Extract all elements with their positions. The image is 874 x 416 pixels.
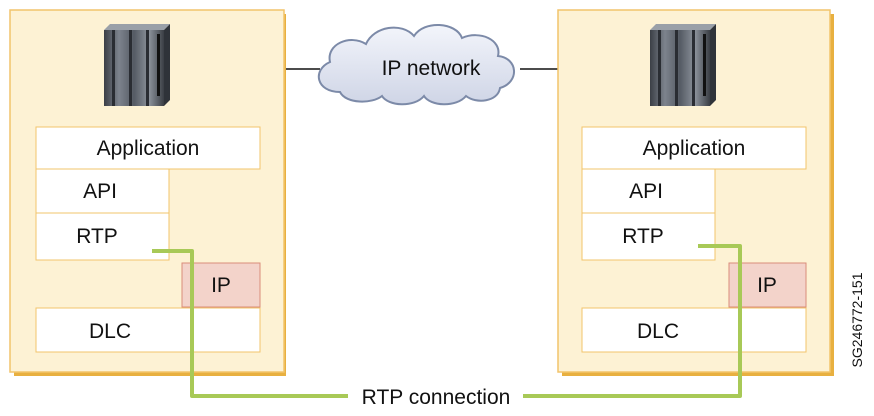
left-application-layer <box>35 126 261 170</box>
left-api-layer <box>35 168 170 214</box>
left-api-label: API <box>83 180 117 203</box>
left-ip-layer <box>181 262 261 308</box>
server-icon <box>650 24 716 106</box>
left-node: Application API RTP IP DLC <box>9 9 286 376</box>
right-rtp-layer <box>581 212 716 261</box>
right-api-label: API <box>629 180 663 203</box>
right-node: Application API RTP IP DLC <box>557 9 834 376</box>
right-ip-label: IP <box>757 274 777 297</box>
left-rtp-layer <box>35 212 170 261</box>
figure-id: SG246772-151 <box>849 272 865 367</box>
rtp-connection-line-right <box>523 244 742 398</box>
cloud-icon <box>317 23 515 106</box>
left-dlc-layer <box>35 307 261 353</box>
right-dlc-layer <box>581 307 807 353</box>
left-application-label: Application <box>97 137 200 160</box>
network-label: IP network <box>382 57 481 80</box>
right-application-label: Application <box>643 137 746 160</box>
rtp-connection-line-left <box>152 249 348 398</box>
right-dlc-label: DLC <box>637 320 679 343</box>
left-rtp-label: RTP <box>76 225 118 248</box>
server-icon <box>104 24 170 106</box>
right-application-layer <box>581 126 807 170</box>
right-api-layer <box>581 168 716 214</box>
right-rtp-label: RTP <box>622 225 664 248</box>
rtp-connection-label: RTP connection <box>362 386 511 409</box>
left-dlc-label: DLC <box>89 320 131 343</box>
left-ip-label: IP <box>211 274 231 297</box>
